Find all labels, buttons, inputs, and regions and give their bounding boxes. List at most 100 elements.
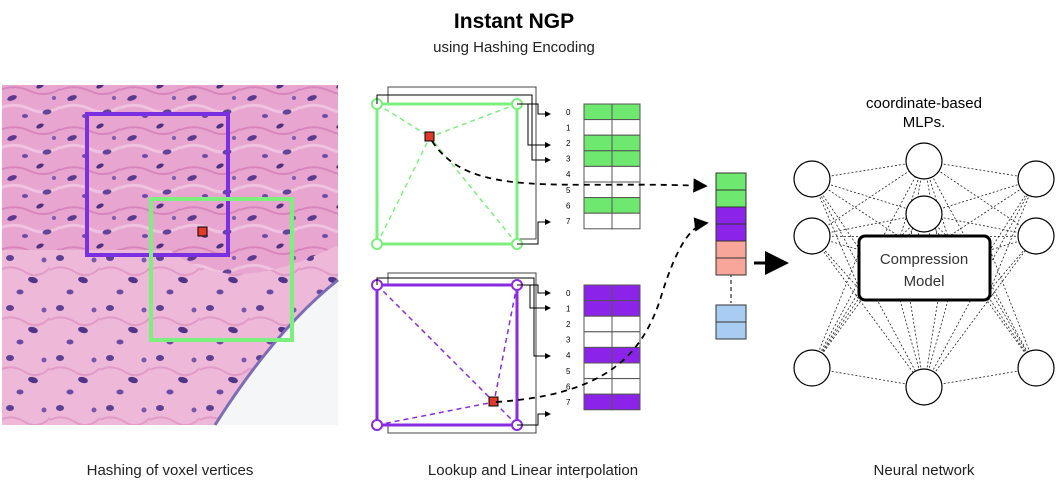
network-node xyxy=(793,349,831,387)
feature-segment-purple xyxy=(715,223,747,242)
compression-label-line2: Model xyxy=(904,273,945,290)
network-node xyxy=(1017,160,1055,198)
hash-index-label: 7 xyxy=(566,398,571,407)
network-edge xyxy=(811,178,925,388)
network-edge xyxy=(923,367,1037,388)
hash-index-label: 6 xyxy=(566,382,571,391)
network-edge xyxy=(811,213,925,237)
network-node xyxy=(1017,217,1055,255)
hash-index-label: 1 xyxy=(566,304,571,313)
feature-segment-salmon xyxy=(715,257,747,276)
green-voxel-face xyxy=(371,86,551,250)
hash-index-label: 6 xyxy=(566,201,571,210)
histology-panel xyxy=(2,85,339,426)
network-node xyxy=(793,217,831,255)
hash-table-row: 3 xyxy=(566,150,641,167)
hash-table-row: 3 xyxy=(566,331,641,348)
voxel-fine xyxy=(149,197,294,342)
network-edge xyxy=(923,178,1037,215)
hash-index-label: 2 xyxy=(566,320,571,329)
compression-model-box xyxy=(857,234,992,302)
mlp-label-line2: MLPs. xyxy=(903,114,946,131)
network-node xyxy=(793,160,831,198)
hash-index-label: 3 xyxy=(566,155,571,164)
purple-hash-table: 0 1 2 3 4 5 6 7 xyxy=(566,284,641,411)
caption-lookup: Lookup and Linear interpolation xyxy=(428,462,638,479)
hash-index-label: 5 xyxy=(566,186,571,195)
network-edge xyxy=(989,178,1037,291)
feature-segment-green xyxy=(715,172,747,191)
compression-label-line1: Compression xyxy=(880,251,968,268)
query-point xyxy=(424,131,435,142)
feature-segment-green xyxy=(715,189,747,208)
network-edge xyxy=(923,236,949,388)
network-edge xyxy=(923,299,949,388)
hash-table-row: 0 xyxy=(566,103,641,121)
network-edge xyxy=(811,178,861,291)
hash-table-row: 5 xyxy=(566,181,641,199)
hash-index-label: 0 xyxy=(566,108,571,117)
figure-subtitle: using Hashing Encoding xyxy=(433,39,595,56)
network-edge xyxy=(811,160,925,237)
hash-index-label: 7 xyxy=(566,217,571,226)
network-edge xyxy=(811,160,925,180)
hash-table-row: 4 xyxy=(566,165,641,183)
network-panel: coordinate-based MLPs. Compression Model xyxy=(793,95,1055,406)
feature-segment-blue xyxy=(715,304,747,323)
hash-table-row: 4 xyxy=(566,346,641,364)
feature-segment-salmon xyxy=(715,240,747,259)
figure-title: Instant NGP xyxy=(454,10,574,33)
histology-background-region xyxy=(215,280,338,425)
hash-index-label: 0 xyxy=(566,289,571,298)
hash-table-row: 1 xyxy=(566,300,641,317)
network-edge xyxy=(923,178,1037,388)
network-edge xyxy=(811,367,925,388)
caption-voxels: Hashing of voxel vertices xyxy=(87,462,254,479)
voxel-coarse xyxy=(85,112,230,257)
query-point xyxy=(197,226,208,237)
network-edge xyxy=(811,235,925,388)
hash-table-row: 7 xyxy=(566,393,641,411)
network-edge xyxy=(923,213,1037,237)
network-edge xyxy=(923,160,1037,180)
hash-index-label: 5 xyxy=(566,367,571,376)
hash-table-row: 6 xyxy=(566,378,641,395)
vertex-marker xyxy=(371,238,383,250)
hash-table-row: 7 xyxy=(566,212,641,230)
hash-table-row: 6 xyxy=(566,197,641,214)
network-node xyxy=(905,368,943,406)
network-node xyxy=(1017,349,1055,387)
interpolation-arrow-green xyxy=(431,140,708,193)
feature-vector xyxy=(715,172,747,340)
interpolation-arrow-purple xyxy=(495,217,709,403)
hash-index-label: 4 xyxy=(566,170,571,179)
hash-index-label: 4 xyxy=(566,351,571,360)
vertex-marker xyxy=(371,419,383,431)
network-edge xyxy=(899,236,925,388)
hash-index-label: 1 xyxy=(566,123,571,132)
network-edge xyxy=(811,249,861,369)
network-edge xyxy=(923,235,1037,388)
green-hash-table: 0 1 2 3 4 5 6 7 xyxy=(566,103,641,230)
hash-index-label: 3 xyxy=(566,336,571,345)
hash-table-row: 2 xyxy=(566,134,641,152)
network-edge xyxy=(811,178,925,215)
network-edge xyxy=(811,289,861,369)
network-edge xyxy=(989,289,1037,369)
caption-network: Neural network xyxy=(874,462,975,479)
hash-table-row: 0 xyxy=(566,284,641,302)
network-node xyxy=(905,142,943,180)
purple-voxel-face xyxy=(371,272,551,434)
feature-segment-blue xyxy=(715,321,747,340)
network-edge xyxy=(989,249,1037,369)
mlp-label-line1: coordinate-based xyxy=(866,95,982,112)
hash-table-row: 1 xyxy=(566,119,641,136)
lookup-panel: 0 1 2 3 4 5 6 7 0 1 2 3 4 5 6 7 xyxy=(371,86,709,434)
network-edge xyxy=(899,299,925,388)
hash-index-label: 2 xyxy=(566,139,571,148)
feature-segment-purple xyxy=(715,206,747,225)
network-node xyxy=(905,195,943,233)
hash-table-row: 5 xyxy=(566,362,641,380)
hash-table-row: 2 xyxy=(566,315,641,333)
